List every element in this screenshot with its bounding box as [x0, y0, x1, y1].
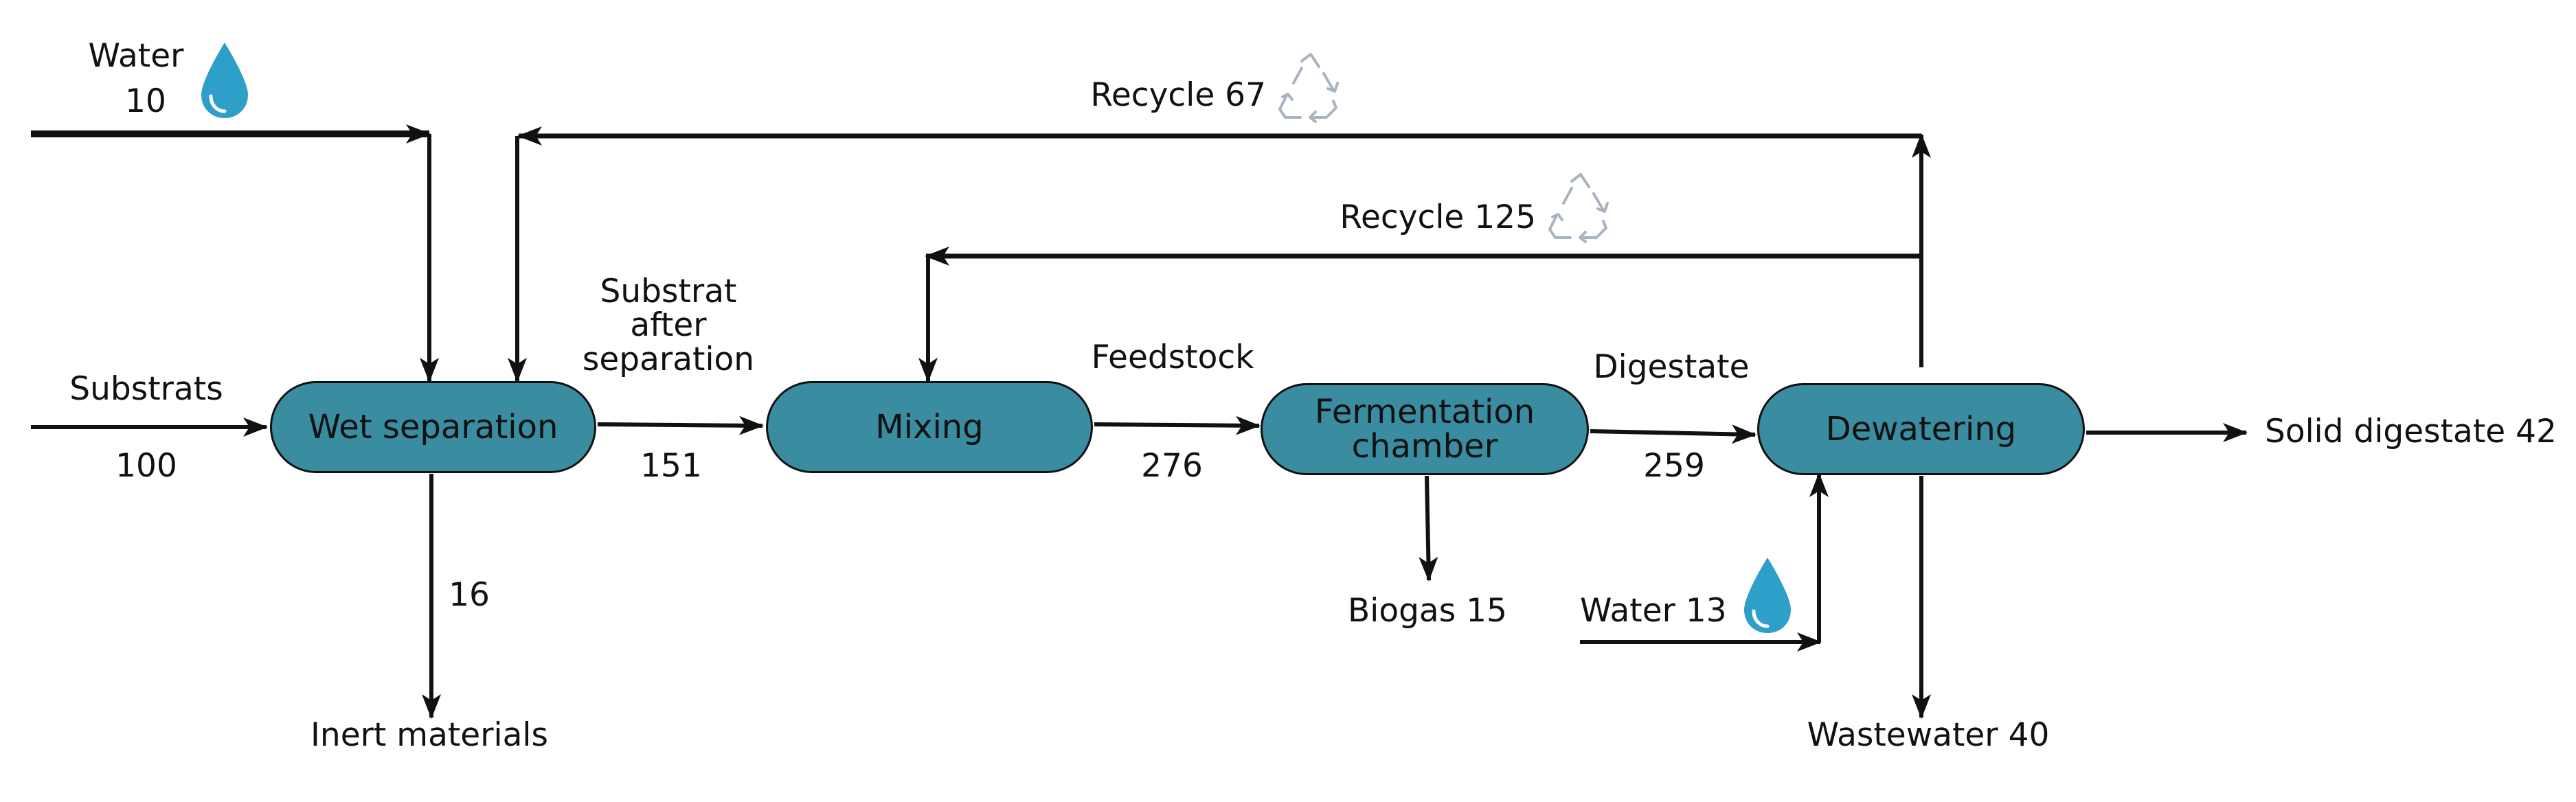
- substrats-label: Substrats: [69, 370, 223, 408]
- unit-mixing-label: Mixing: [875, 407, 984, 446]
- biogas-label: Biogas 15: [1348, 592, 1507, 630]
- unit-mixing: Mixing: [766, 381, 1093, 473]
- stream-276-value: 276: [1141, 447, 1203, 485]
- biogas-line: [1419, 475, 1438, 582]
- stream-259-value: 259: [1643, 447, 1705, 485]
- unit-wet-separation: Wet separation: [270, 381, 596, 473]
- water-in-label: Water: [88, 37, 184, 75]
- unit-fermentation-line-2: chamber: [1351, 427, 1498, 466]
- substrat-line-2: after: [630, 306, 707, 345]
- recycle-125-label: Recycle 125: [1340, 198, 1536, 236]
- feedstock-label: Feedstock: [1091, 339, 1254, 376]
- water-in-value: 10: [125, 82, 166, 120]
- unit-dewatering: Dewatering: [1757, 383, 2085, 475]
- wastewater-label: Wastewater 40: [1807, 716, 2050, 754]
- substrats-value: 100: [115, 447, 177, 485]
- stream-151-line: [597, 415, 764, 435]
- water-drop-icon: [1744, 558, 1791, 633]
- unit-fermentation-chamber: Fermentation chamber: [1261, 383, 1589, 475]
- substrat-line-1: Substrat: [600, 273, 737, 310]
- stream-151-value: 151: [640, 447, 702, 485]
- unit-dewatering-label: Dewatering: [1825, 409, 2017, 448]
- digestate-label: Digestate: [1593, 348, 1750, 386]
- unit-fermentation-line-1: Fermentation: [1314, 392, 1535, 431]
- water-drop-icon: [201, 43, 248, 118]
- stream-259-line: [1590, 424, 1756, 444]
- solid-digestate-label: Solid digestate 42: [2265, 413, 2557, 450]
- recycle-icon: [1278, 53, 1339, 123]
- substrat-line-3: separation: [582, 340, 755, 378]
- stream-276-line: [1094, 415, 1261, 435]
- unit-fermentation-label: Fermentation chamber: [1314, 392, 1535, 466]
- substrat-after-separation-label: Substrat after separation: [583, 275, 754, 376]
- recycle-67-label: Recycle 67: [1090, 76, 1266, 114]
- unit-wet-separation-label: Wet separation: [308, 407, 558, 446]
- inert-value: 16: [449, 576, 490, 614]
- water-13-label: Water 13: [1580, 592, 1727, 630]
- inert-materials-label: Inert materials: [310, 716, 548, 754]
- recycle-icon: [1548, 173, 1609, 243]
